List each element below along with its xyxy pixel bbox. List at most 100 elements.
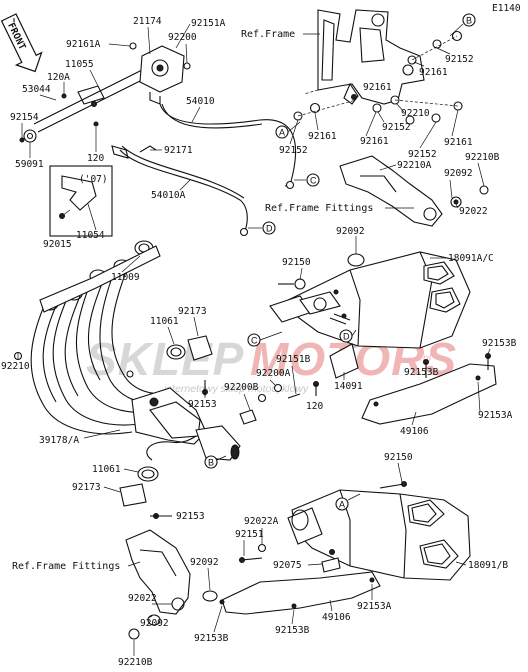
ref-frame-fittings-mid: Ref.Frame Fittings bbox=[265, 203, 373, 214]
label-49106-r: 49106 bbox=[400, 426, 429, 437]
label-92153a-r: 92153A bbox=[478, 410, 513, 421]
callout-b-frame: B bbox=[462, 13, 476, 27]
svg-text:C: C bbox=[310, 176, 317, 186]
svg-text:B: B bbox=[466, 16, 472, 26]
exhaust-valve-actuator bbox=[13, 18, 306, 237]
svg-text:D: D bbox=[266, 224, 273, 234]
callout-d-muffler: D bbox=[339, 329, 353, 343]
label-92210b-bot: 92210B bbox=[118, 657, 153, 668]
label-92153-a: 92153 bbox=[188, 399, 217, 410]
connector-parts bbox=[119, 335, 319, 519]
label-92154: 92154 bbox=[10, 112, 39, 123]
label-92173-top: 92173 bbox=[178, 306, 207, 317]
label-120a: 120A bbox=[47, 72, 70, 83]
label-92161-b: 92161 bbox=[308, 131, 337, 142]
label-92152-a: 92152 bbox=[445, 54, 474, 65]
label-92092-bot2: 92092 bbox=[140, 618, 169, 629]
label-54010: 54010 bbox=[186, 96, 215, 107]
label-39178a: 39178/A bbox=[39, 435, 79, 446]
label-92015: 92015 bbox=[43, 239, 72, 250]
label-92092-bot: 92092 bbox=[190, 557, 219, 568]
label-92153b-rr: 92153B bbox=[482, 338, 517, 349]
label-07: ('07) bbox=[79, 174, 108, 185]
label-59091: 59091 bbox=[15, 159, 44, 170]
callout-c-muffler: C bbox=[247, 333, 261, 347]
label-92153b-bot2: 92153B bbox=[275, 625, 310, 636]
svg-text:B: B bbox=[208, 458, 214, 468]
callout-a-frame: A bbox=[275, 125, 289, 139]
label-92210-left: 92210 bbox=[1, 361, 30, 372]
callout-c-cable: C bbox=[306, 173, 320, 187]
label-18091ac: 18091A/C bbox=[448, 253, 494, 264]
callout-b-header: B bbox=[204, 455, 218, 469]
label-11061-bot: 11061 bbox=[92, 464, 121, 475]
watermark-domain: .pl bbox=[420, 352, 432, 364]
label-92161-a: 92161 bbox=[419, 67, 448, 78]
label-92152-d: 92152 bbox=[408, 149, 437, 160]
callout-a-lower: A bbox=[335, 497, 349, 511]
label-92200: 92200 bbox=[168, 32, 197, 43]
label-92173-bot: 92173 bbox=[72, 482, 101, 493]
label-92161-d: 92161 bbox=[444, 137, 473, 148]
label-11061-top: 11061 bbox=[150, 316, 179, 327]
svg-text:A: A bbox=[339, 500, 345, 510]
label-53044: 53044 bbox=[22, 84, 51, 95]
front-arrow-icon: FRONT bbox=[0, 13, 43, 73]
frame-section: Ref.Frame bbox=[241, 9, 425, 105]
label-92161a: 92161A bbox=[66, 39, 101, 50]
watermark-brand-a: SKLEP bbox=[86, 333, 244, 385]
label-92153b-bot1: 92153B bbox=[194, 633, 229, 644]
label-120-mid: 120 bbox=[306, 401, 323, 412]
label-92022-top: 92022 bbox=[459, 206, 488, 217]
ref-frame-fittings-low: Ref.Frame Fittings bbox=[12, 561, 120, 572]
label-92210b-top: 92210B bbox=[465, 152, 500, 163]
label-92092-top: 92092 bbox=[444, 168, 473, 179]
label-92092-mid: 92092 bbox=[336, 226, 365, 237]
label-54010a: 54010A bbox=[151, 190, 186, 201]
label-92151a-top: 92151A bbox=[191, 18, 226, 29]
label-92161-c: 92161 bbox=[360, 136, 389, 147]
label-11054: 11054 bbox=[76, 230, 105, 241]
label-92153b-r: 92153B bbox=[404, 367, 439, 378]
svg-text:C: C bbox=[251, 336, 258, 346]
frame-fasteners bbox=[293, 30, 463, 125]
label-92150-mid: 92150 bbox=[282, 257, 311, 268]
label-18091b: 18091/B bbox=[468, 560, 508, 571]
label-11055: 11055 bbox=[65, 59, 94, 70]
label-11009: 11009 bbox=[111, 272, 140, 283]
watermark-subtitle: internetowy sklep motocyklowy bbox=[164, 383, 309, 395]
diagram-code: E1140 bbox=[492, 3, 521, 14]
muffler-lower bbox=[125, 481, 471, 640]
label-14091: 14091 bbox=[334, 381, 363, 392]
label-92075: 92075 bbox=[273, 560, 302, 571]
label-92161-e: 92161 bbox=[363, 82, 392, 93]
part-labels: 21174 92151A 92161A 92200 11055 120A 530… bbox=[1, 16, 517, 668]
exhaust-header bbox=[13, 240, 241, 461]
label-92171: 92171 bbox=[164, 145, 193, 156]
label-92151-bot: 92151 bbox=[235, 529, 264, 540]
label-92151b: 92151B bbox=[276, 354, 311, 365]
label-49106-bot: 49106 bbox=[322, 612, 351, 623]
label-92153a-bot: 92153A bbox=[357, 601, 392, 612]
callout-markers: A B C D A B C D bbox=[204, 13, 476, 511]
label-92022a: 92022A bbox=[244, 516, 279, 527]
label-92022-bot: 92022 bbox=[128, 593, 157, 604]
label-120-left: 120 bbox=[87, 153, 104, 164]
label-92210-top: 92210 bbox=[401, 108, 430, 119]
label-21174: 21174 bbox=[133, 16, 162, 27]
label-92153-b: 92153 bbox=[176, 511, 205, 522]
muffler-upper bbox=[269, 155, 497, 425]
label-92152-b: 92152 bbox=[382, 122, 411, 133]
callout-d-cable: D bbox=[262, 221, 276, 235]
label-92200b: 92200B bbox=[224, 382, 259, 393]
bracket-2007-inset bbox=[49, 165, 113, 237]
svg-text:A: A bbox=[279, 128, 285, 138]
label-92200a: 92200A bbox=[256, 368, 291, 379]
svg-text:D: D bbox=[343, 332, 350, 342]
label-92210a: 92210A bbox=[397, 160, 432, 171]
label-92150-bot: 92150 bbox=[384, 452, 413, 463]
ref-frame: Ref.Frame bbox=[241, 29, 295, 40]
label-92152-c: 92152 bbox=[279, 145, 308, 156]
